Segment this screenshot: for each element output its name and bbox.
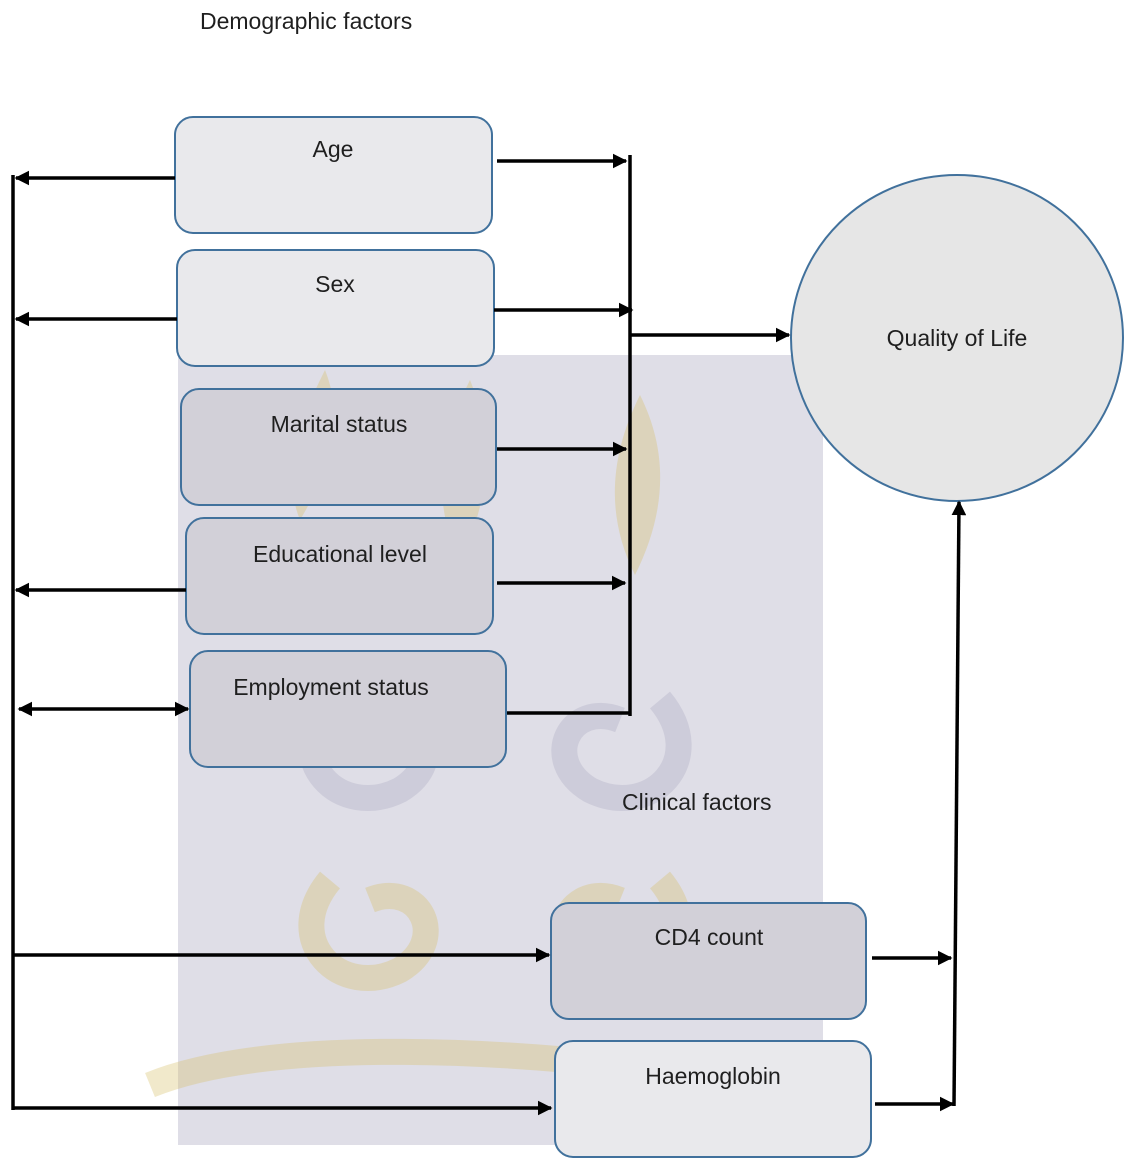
sex-box: Sex [176,249,495,367]
haemoglobin-label: Haemoglobin [645,1063,781,1089]
marital-status-label: Marital status [271,411,408,437]
employment-status-label: Employment status [233,674,429,700]
clinical-factors-heading: Clinical factors [622,789,772,815]
connectors [11,153,967,1116]
cd4-count-box: CD4 count [550,902,867,1020]
educational-level-box: Educational level [185,517,494,635]
age-label: Age [313,136,354,162]
employment-status-box: Employment status [189,650,507,768]
age-box: Age [174,116,493,234]
quality-of-life-node: Quality of Life [790,174,1124,502]
demographic-factors-heading: Demographic factors [200,8,412,34]
quality-of-life-label: Quality of Life [887,325,1028,351]
clinical-spine-arrow [951,500,967,1107]
cd4-count-label: CD4 count [655,924,764,950]
educational-level-label: Educational level [253,541,427,567]
marital-status-box: Marital status [180,388,497,506]
sex-label: Sex [315,271,355,297]
haemoglobin-box: Haemoglobin [554,1040,872,1158]
